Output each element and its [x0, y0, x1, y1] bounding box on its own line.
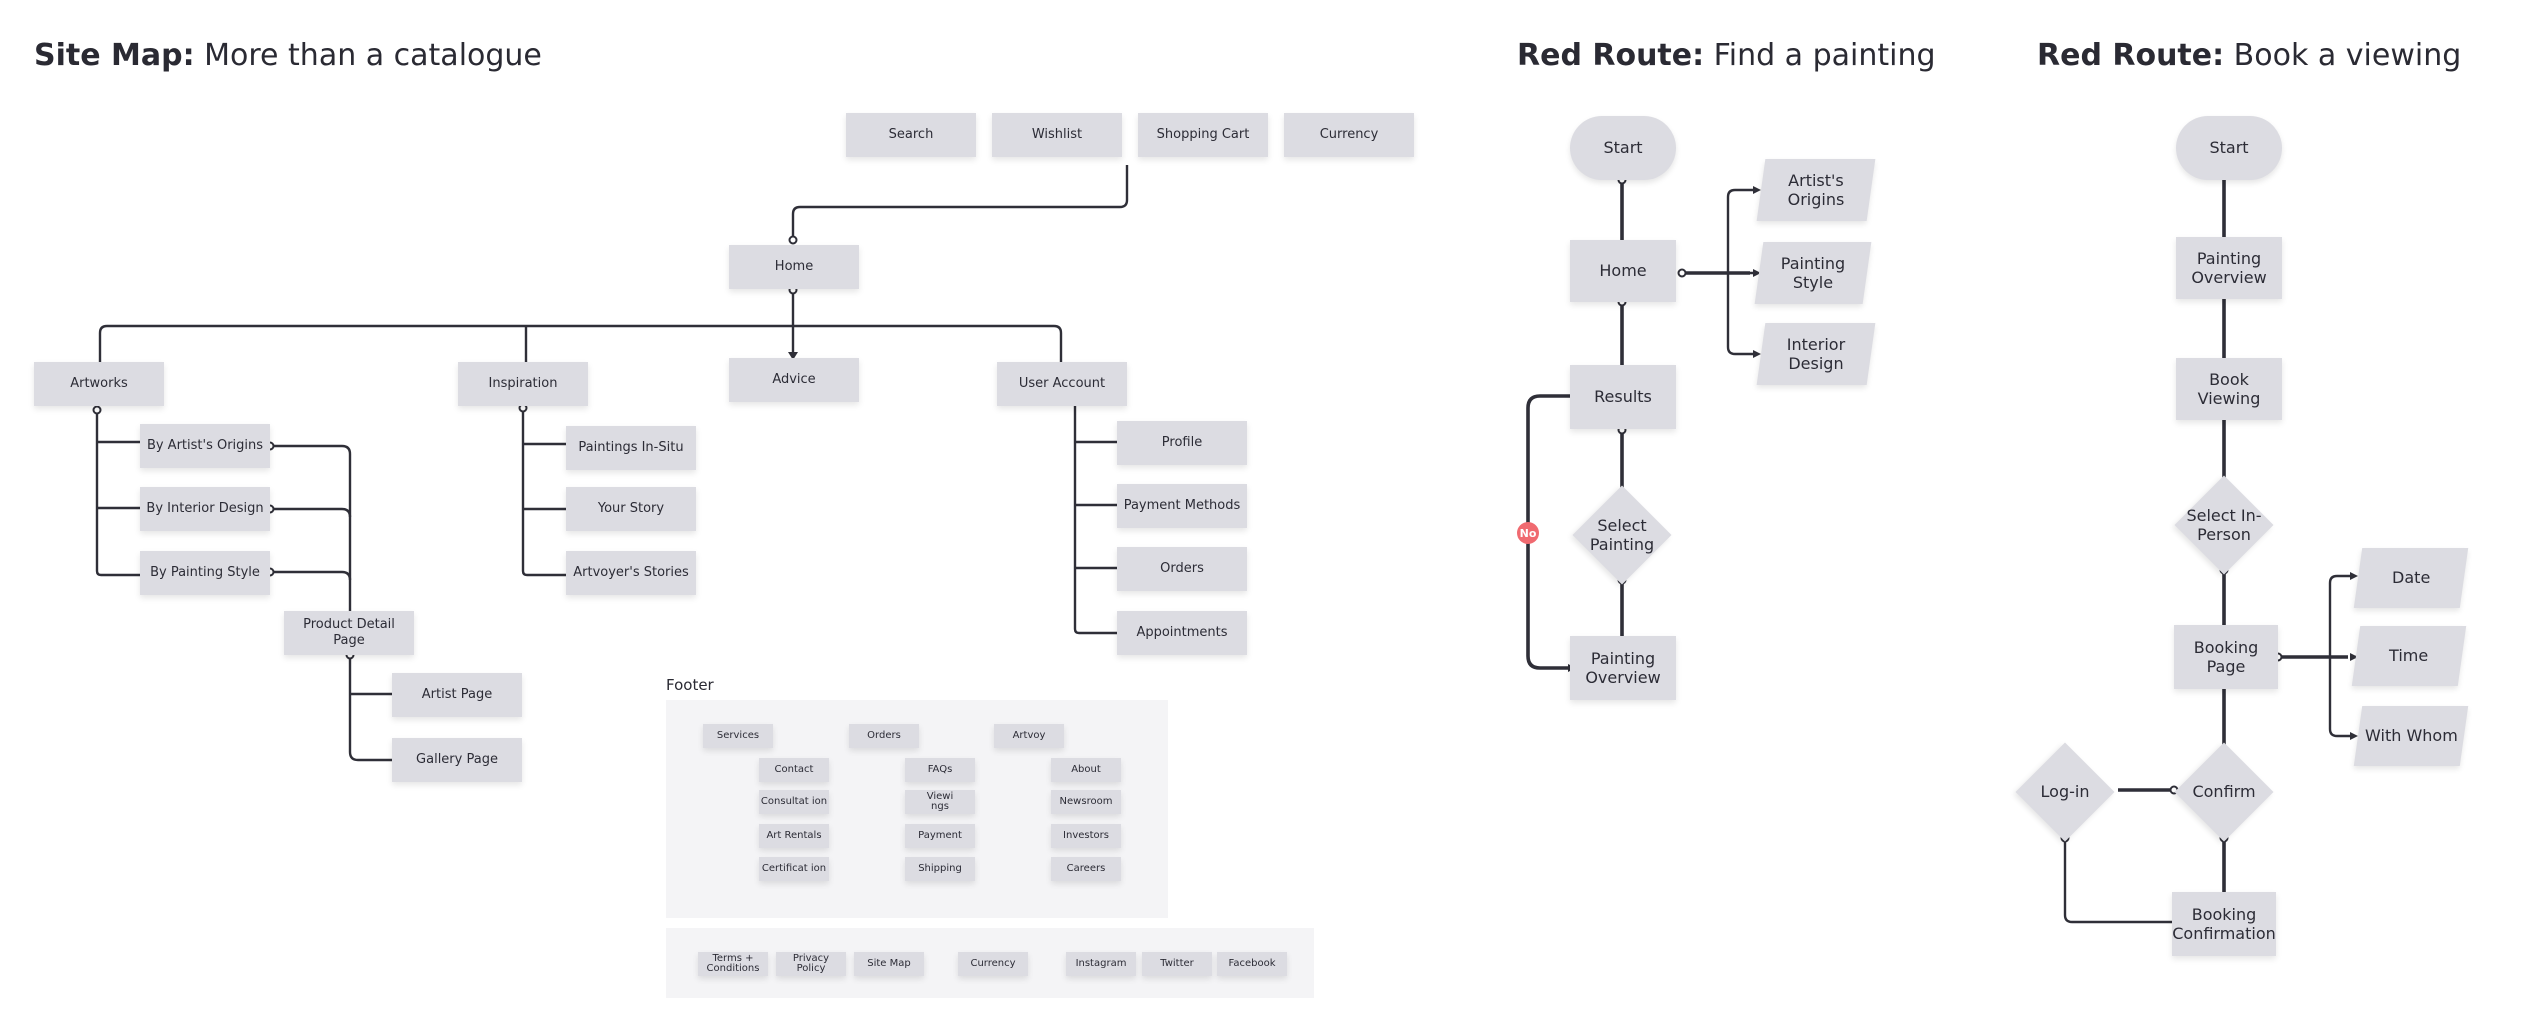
- node-currency: Currency: [1284, 113, 1414, 157]
- footer-terms: Terms + Conditions: [698, 952, 768, 976]
- node-search: Search: [846, 113, 976, 157]
- r1-start: Start: [1570, 116, 1676, 180]
- node-user-account: User Account: [997, 362, 1127, 406]
- r2-start: Start: [2176, 116, 2282, 180]
- node-orders: Orders: [1117, 547, 1247, 591]
- node-gallery-page: Gallery Page: [392, 738, 522, 782]
- node-your-story: Your Story: [566, 487, 696, 531]
- footer-shipping: Shipping: [905, 857, 975, 881]
- footer-services: Services: [703, 724, 773, 748]
- sitemap-title-bold: Site Map:: [34, 38, 195, 73]
- r2-option-date: Date: [2353, 548, 2469, 608]
- r2-option-with-whom: With Whom: [2353, 706, 2469, 766]
- footer-site-map: Site Map: [854, 952, 924, 976]
- r2-option-date-label: Date: [2391, 568, 2431, 588]
- footer-currency: Currency: [958, 952, 1028, 976]
- footer-careers: Careers: [1051, 857, 1121, 881]
- node-by-interior-design: By Interior Design: [140, 487, 270, 531]
- footer-consultation: Consultat ion: [759, 790, 829, 814]
- footer-newsroom: Newsroom: [1051, 790, 1121, 814]
- footer-payment: Payment: [905, 824, 975, 848]
- r2-decision-label: Select In-Person: [2186, 505, 2262, 544]
- footer-contact: Contact: [759, 758, 829, 782]
- node-profile: Profile: [1117, 421, 1247, 465]
- r1-filter-painting-style-label: Painting Style: [1780, 253, 1846, 292]
- r2-decision-log-in: Log-in: [2015, 742, 2115, 841]
- r1-filter-painting-style: Painting Style: [1754, 242, 1872, 304]
- route2-title-rest: Book a viewing: [2224, 38, 2462, 73]
- r1-no-badge: No: [1517, 522, 1539, 544]
- r2-decision-confirm: Confirm: [2174, 742, 2274, 841]
- node-by-painting-style: By Painting Style: [140, 551, 270, 595]
- node-paintings-in-situ: Paintings In-Situ: [566, 426, 696, 470]
- r2-booking-page: Booking Page: [2174, 625, 2278, 689]
- r2-option-time: Time: [2351, 626, 2467, 686]
- sitemap-title-rest: More than a catalogue: [194, 38, 542, 73]
- node-appointments: Appointments: [1117, 611, 1247, 655]
- r1-filter-artists-origins: Artist's Origins: [1756, 159, 1876, 221]
- r2-book-viewing: Book Viewing: [2176, 358, 2282, 420]
- r2-confirm-label: Confirm: [2192, 781, 2256, 801]
- footer-instagram: Instagram: [1066, 952, 1136, 976]
- r1-results: Results: [1570, 365, 1676, 429]
- route2-title: Red Route: Book a viewing: [2037, 38, 2461, 73]
- r2-decision-select-in-person: Select In-Person: [2174, 475, 2274, 575]
- node-by-artists-origins: By Artist's Origins: [140, 424, 270, 468]
- node-advice: Advice: [729, 358, 859, 402]
- footer-artvoy: Artvoy: [994, 724, 1064, 748]
- node-wishlist: Wishlist: [992, 113, 1122, 157]
- footer-facebook: Facebook: [1217, 952, 1287, 976]
- r1-home: Home: [1570, 240, 1676, 302]
- r2-option-time-label: Time: [2389, 646, 2429, 666]
- node-artist-page: Artist Page: [392, 673, 522, 717]
- node-artworks: Artworks: [34, 362, 164, 406]
- footer-viewings: Viewi ngs: [905, 790, 975, 814]
- r1-filter-artists-origins-label: Artist's Origins: [1787, 170, 1845, 209]
- footer-art-rentals: Art Rentals: [759, 824, 829, 848]
- route1-title-rest: Find a painting: [1704, 38, 1936, 73]
- r1-filter-interior-design-label: Interior Design: [1786, 334, 1846, 373]
- route2-title-bold: Red Route:: [2037, 38, 2225, 73]
- route1-title: Red Route: Find a painting: [1517, 38, 1936, 73]
- node-home: Home: [729, 245, 859, 289]
- node-inspiration: Inspiration: [458, 362, 588, 406]
- footer-label: Footer: [666, 676, 714, 694]
- node-shopping-cart: Shopping Cart: [1138, 113, 1268, 157]
- footer-twitter: Twitter: [1142, 952, 1212, 976]
- footer-investors: Investors: [1051, 824, 1121, 848]
- sitemap-title: Site Map: More than a catalogue: [34, 38, 542, 73]
- r1-decision-label: Select Painting: [1589, 515, 1655, 554]
- r1-decision-select-painting: Select Painting: [1572, 485, 1672, 585]
- r2-login-label: Log-in: [2040, 781, 2090, 801]
- node-product-detail-page: Product Detail Page: [284, 611, 414, 655]
- footer-certification: Certificat ion: [759, 857, 829, 881]
- r1-filter-interior-design: Interior Design: [1756, 323, 1876, 385]
- node-artvoyers-stories: Artvoyer's Stories: [566, 551, 696, 595]
- footer-privacy: Privacy Policy: [776, 952, 846, 976]
- footer-orders: Orders: [849, 724, 919, 748]
- r1-painting-overview: Painting Overview: [1570, 636, 1676, 700]
- footer-about: About: [1051, 758, 1121, 782]
- r2-booking-confirmation: Booking Confirmation: [2172, 892, 2276, 956]
- r2-painting-overview: Painting Overview: [2176, 237, 2282, 299]
- r2-option-with-whom-label: With Whom: [2364, 726, 2458, 746]
- node-payment-methods: Payment Methods: [1117, 484, 1247, 528]
- footer-faqs: FAQs: [905, 758, 975, 782]
- route1-title-bold: Red Route:: [1517, 38, 1705, 73]
